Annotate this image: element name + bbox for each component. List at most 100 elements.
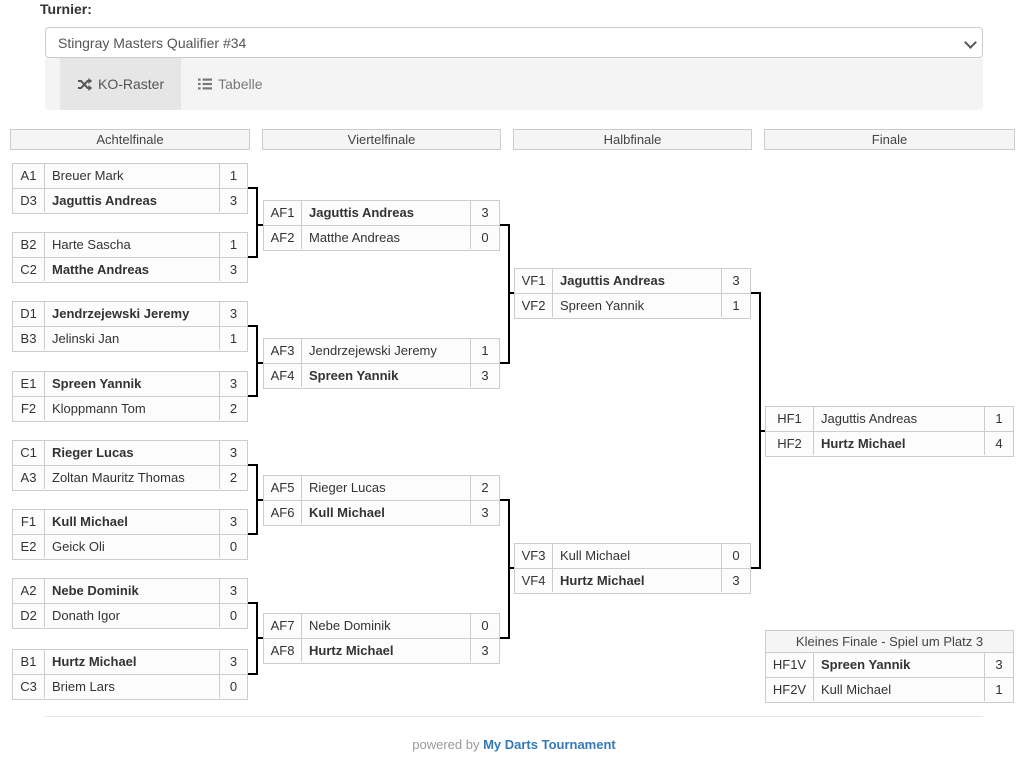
brand-link[interactable]: My Darts Tournament xyxy=(483,737,616,752)
match-code: VF4 xyxy=(515,569,553,592)
turnier-label: Turnier: xyxy=(40,1,92,17)
match-score: 3 xyxy=(219,189,247,212)
tournament-select[interactable]: Stingray Masters Qualifier #34 xyxy=(45,27,983,58)
match-code: HF2V xyxy=(766,678,814,701)
match-code: AF2 xyxy=(264,226,302,249)
bracket-connector xyxy=(248,602,258,604)
match-player-name: Nebe Dominik xyxy=(52,583,139,598)
tab-label: KO-Raster xyxy=(98,76,165,92)
match-code: E1 xyxy=(13,372,45,396)
match-code: C3 xyxy=(13,675,45,698)
match-score: 0 xyxy=(721,544,750,568)
match-player-name: Matthe Andreas xyxy=(52,262,150,277)
bracket-connector xyxy=(751,567,761,569)
match-score: 3 xyxy=(984,653,1013,677)
match-score: 4 xyxy=(984,432,1013,455)
match-player-name: Hurtz Michael xyxy=(52,654,137,669)
bracket-connector xyxy=(256,187,258,258)
bracket-connector xyxy=(510,292,514,294)
match-player-name: Jendrzejewski Jeremy xyxy=(309,343,437,358)
match-code: C2 xyxy=(13,258,45,281)
bracket-connector xyxy=(508,224,510,364)
match-score: 1 xyxy=(470,339,499,363)
view-tabs: KO-Raster Tabelle xyxy=(45,58,983,110)
bracket-connector xyxy=(248,256,258,258)
match-score: 3 xyxy=(721,269,750,293)
match-code: D1 xyxy=(13,302,45,326)
match-score: 3 xyxy=(219,302,247,326)
match-score: 0 xyxy=(470,226,499,249)
match-code: VF2 xyxy=(515,294,553,317)
match-code: AF6 xyxy=(264,501,302,524)
match-score: 1 xyxy=(721,294,750,317)
bracket-connector xyxy=(510,567,514,569)
match-code: HF1 xyxy=(766,407,814,431)
bracket-connector xyxy=(248,464,258,466)
round-header: Finale xyxy=(764,129,1015,150)
match-code: AF4 xyxy=(264,364,302,387)
tab-tabelle[interactable]: Tabelle xyxy=(181,58,279,110)
match-code: HF1V xyxy=(766,653,814,677)
match-score: 3 xyxy=(219,650,247,674)
match-player-name: Kull Michael xyxy=(52,514,128,529)
match-score: 1 xyxy=(219,164,247,188)
bracket-connector xyxy=(751,292,761,294)
match-score: 3 xyxy=(470,501,499,524)
bracket-connector xyxy=(248,395,258,397)
bracket-connector xyxy=(256,464,258,535)
bracket-connector xyxy=(248,325,258,327)
third-place-title: Kleines Finale - Spiel um Platz 3 xyxy=(765,630,1014,653)
match-player-name: Hurtz Michael xyxy=(560,573,645,588)
match-score: 1 xyxy=(984,678,1013,701)
bracket-connector xyxy=(248,673,258,675)
match-score: 2 xyxy=(219,397,247,420)
match-score: 3 xyxy=(219,510,247,534)
bracket-connector xyxy=(500,499,510,501)
match-row: AF3 Jendrzejewski Jeremy 1 xyxy=(264,339,499,363)
bracket-connector xyxy=(500,224,510,226)
match-player-name: Breuer Mark xyxy=(52,168,124,183)
match-code: HF2 xyxy=(766,432,814,455)
match-player-name: Matthe Andreas xyxy=(309,230,401,245)
match-code: AF3 xyxy=(264,339,302,363)
match-player-name: Jaguttis Andreas xyxy=(821,411,918,426)
match-player-name: Spreen Yannik xyxy=(309,368,399,383)
footer-divider xyxy=(45,716,983,717)
bracket-connector xyxy=(258,362,263,364)
match-player-name: Jaguttis Andreas xyxy=(309,205,414,220)
match-code: D3 xyxy=(13,189,45,212)
match-score: 0 xyxy=(219,535,247,558)
bracket-connector xyxy=(258,637,263,639)
match-player-name: Spreen Yannik xyxy=(560,298,645,313)
match-player-name: Briem Lars xyxy=(52,679,115,694)
shuffle-icon xyxy=(78,77,92,91)
bracket-connector xyxy=(248,533,258,535)
footer: powered by My Darts Tournament xyxy=(45,737,983,752)
match-player-name: Zoltan Mauritz Thomas xyxy=(52,470,185,485)
tab-ko-raster[interactable]: KO-Raster xyxy=(60,58,182,110)
match-score: 1 xyxy=(219,327,247,350)
match-player-name: Spreen Yannik xyxy=(52,376,142,391)
match-player-name: Rieger Lucas xyxy=(52,445,134,460)
